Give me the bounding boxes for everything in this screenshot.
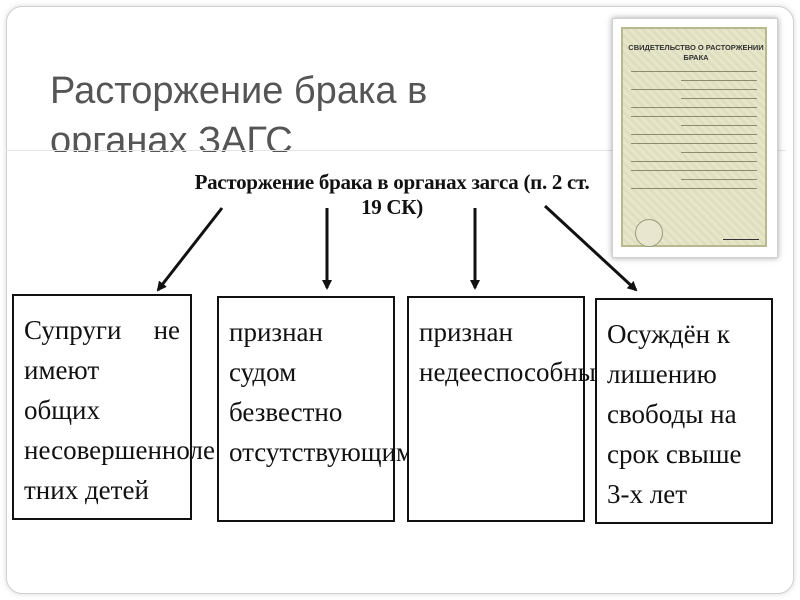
scan-edge-line	[6, 150, 786, 151]
divorce-certificate-image: СВИДЕТЕЛЬСТВО О РАСТОРЖЕНИИ БРАКА	[612, 18, 778, 258]
condition-box-incapacitated: признан недееспособным	[407, 296, 613, 522]
signature-mark	[723, 223, 759, 240]
certificate-form-lines	[631, 71, 757, 197]
seal-icon	[635, 219, 663, 247]
condition-text-no-children: Супруги не имеют общих несовершенноле тн…	[24, 315, 215, 505]
condition-text-incapacitated: признан недееспособным	[419, 317, 613, 387]
condition-box-missing: признан судом безвестно отсутствующим	[217, 296, 413, 522]
certificate-title: СВИДЕТЕЛЬСТВО О РАСТОРЖЕНИИ БРАКА	[628, 43, 764, 62]
certificate-paper: СВИДЕТЕЛЬСТВО О РАСТОРЖЕНИИ БРАКА	[621, 27, 767, 247]
condition-box-convicted: Осуждён к лишению свободы на срок свыше …	[595, 298, 773, 524]
condition-text-convicted: Осуждён к лишению свободы на срок свыше …	[607, 319, 742, 509]
arrow-1	[156, 207, 224, 292]
diagram-heading: Расторжение брака в органах загса (п. 2 …	[194, 170, 590, 219]
condition-box-no-children: Супруги не имеют общих несовершенноле тн…	[12, 294, 215, 520]
title-area: Расторжение брака в органах ЗАГС	[0, 0, 800, 152]
slide-title: Расторжение брака в органах ЗАГС	[50, 70, 428, 152]
condition-text-missing: признан судом безвестно отсутствующим	[229, 317, 414, 467]
arrow-4	[543, 204, 638, 292]
